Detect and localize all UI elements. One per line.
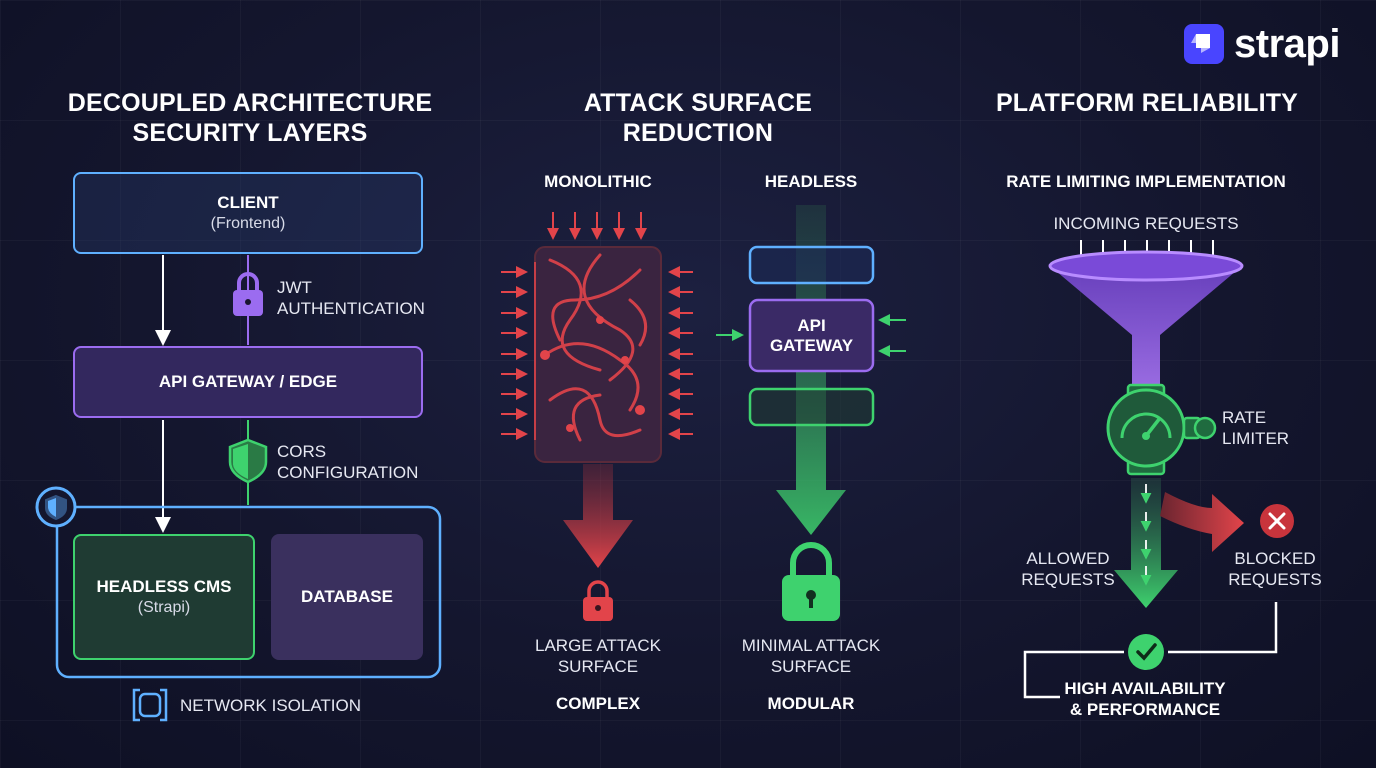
attack-title: ATTACK SURFACE REDUCTION xyxy=(583,89,813,147)
client-name: CLIENT xyxy=(217,193,279,212)
headless-bottom-module xyxy=(748,387,875,427)
headless-label: HEADLESS xyxy=(764,172,858,191)
blocked-requests-label: BLOCKED REQUESTS xyxy=(1228,549,1322,589)
database-name: DATABASE xyxy=(301,587,393,606)
blocked-x-icon xyxy=(1260,504,1294,538)
network-isolation-label: NETWORK ISOLATION xyxy=(180,696,362,715)
api-gateway-name: API GATEWAY / EDGE xyxy=(158,372,338,391)
network-isolation-boundary xyxy=(55,505,442,679)
strapi-logo-icon xyxy=(1184,24,1224,64)
monolithic-attack-arrows xyxy=(501,212,693,440)
headless-top-module xyxy=(748,245,875,285)
headless-cms-box: HEADLESS CMS (Strapi) xyxy=(73,534,255,660)
check-icon xyxy=(1128,634,1164,670)
modular-label: MODULAR xyxy=(767,694,855,713)
cors-label: CORS CONFIGURATION xyxy=(277,442,419,482)
gauge-icon xyxy=(1106,383,1217,476)
client-box: CLIENT (Frontend) xyxy=(73,172,423,254)
rate-limiting-subtitle: RATE LIMITING IMPLEMENTATION xyxy=(1006,172,1286,191)
blocked-arrow xyxy=(1160,492,1244,552)
headless-cms-sub: (Strapi) xyxy=(137,599,191,616)
large-surface-label: LARGE ATTACK SURFACE xyxy=(535,636,661,676)
reliability-title: PLATFORM RELIABILITY xyxy=(995,89,1299,117)
headless-gateway-label: API GATEWAY xyxy=(769,316,854,355)
outcome-label: HIGH AVAILABILITY & PERFORMANCE xyxy=(1064,679,1226,719)
database-box: DATABASE xyxy=(271,534,423,660)
brand-name: strapi xyxy=(1234,22,1340,66)
lock-icon xyxy=(233,272,263,316)
api-gateway-box: API GATEWAY / EDGE xyxy=(73,346,423,418)
monolithic-down-arrow xyxy=(563,464,633,568)
headless-gateway-module xyxy=(748,298,875,373)
headless-cms-name: HEADLESS CMS xyxy=(96,577,232,596)
allowed-requests-label: ALLOWED REQUESTS xyxy=(1021,549,1115,589)
monolithic-block xyxy=(534,246,662,463)
client-sub: (Frontend) xyxy=(210,215,286,232)
large-lock-icon xyxy=(782,542,840,621)
outcome-bracket xyxy=(1023,602,1278,699)
rate-limiter-label: RATE LIMITER xyxy=(1222,408,1290,448)
small-lock-icon xyxy=(583,580,613,621)
network-isolation-icon xyxy=(132,688,168,722)
headless-request-arrows xyxy=(716,314,906,357)
funnel xyxy=(1048,250,1244,388)
minimal-surface-label: MINIMAL ATTACK SURFACE xyxy=(741,636,881,676)
incoming-requests-label: INCOMING REQUESTS xyxy=(1053,214,1239,233)
complex-label: COMPLEX xyxy=(555,694,641,713)
shield-icon xyxy=(228,438,268,484)
security-badge-icon xyxy=(35,486,77,528)
jwt-label: JWT AUTHENTICATION xyxy=(277,278,425,318)
monolithic-label: MONOLITHIC xyxy=(544,172,652,191)
decoupled-title: DECOUPLED ARCHITECTURE SECURITY LAYERS xyxy=(67,89,433,147)
